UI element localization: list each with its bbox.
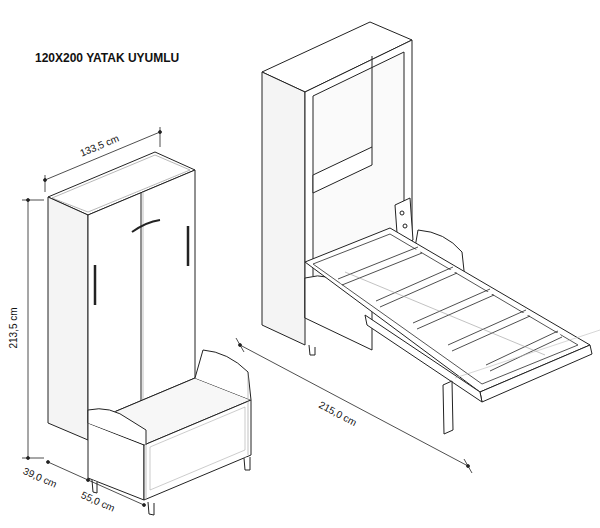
- heading-title: 120X200 YATAK UYUMLU: [35, 52, 179, 64]
- dimension-label: 213,5 cm: [8, 305, 20, 350]
- dimension-label: 39,0 cm: [19, 464, 60, 491]
- dimension-label: 133,5 cm: [77, 132, 123, 160]
- dimension-label: 215,0 cm: [315, 398, 360, 430]
- right-dimension-line: [236, 338, 472, 473]
- dimension-label: 55,0 cm: [77, 488, 118, 515]
- left-dimension-lines: [22, 127, 162, 507]
- sofa-base: [88, 350, 251, 515]
